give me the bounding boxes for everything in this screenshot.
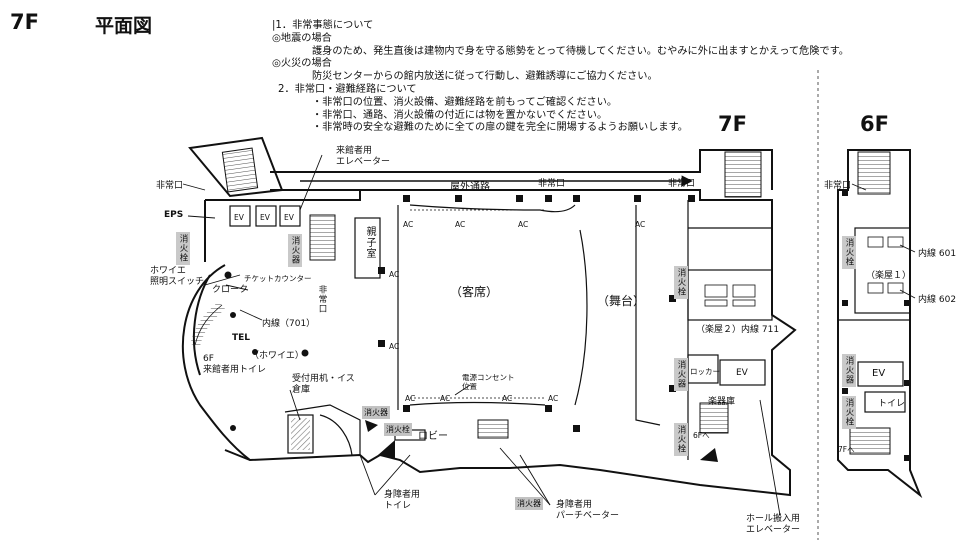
emergency-exit-center: 非常口 [538, 179, 566, 189]
stair-top-left [221, 147, 259, 193]
plan7f-floor-label: 7F [718, 112, 747, 136]
outdoor-passage-label: 屋外通路 [450, 182, 490, 193]
green-room2-label: （楽屋２）内線 711 [696, 325, 780, 335]
ac-label: AC [440, 394, 451, 403]
lobby-label: ロビー [418, 431, 448, 442]
to-7f-label: 7Fへ [838, 445, 855, 454]
stair-6f-top [857, 151, 891, 195]
ev-label-1: EV [234, 213, 244, 222]
stair-lobby [477, 419, 509, 439]
plan6f-hydrant-tag-bottom: 消火栓 [842, 396, 856, 429]
ticket-counter-label: チケットカウンター [244, 274, 312, 283]
plan6f-tables [867, 236, 904, 294]
plan6f-emergency-exit: 非常口 [824, 181, 852, 191]
stair-right-bottom [699, 402, 729, 434]
ac-label: AC [635, 220, 646, 229]
foyer-light-switch-label: ホワイエ 照明スイッチ [150, 266, 205, 287]
columns [378, 195, 695, 432]
ac-label: AC [403, 220, 414, 229]
green-room2-tables [704, 284, 756, 307]
ac-label: AC [389, 342, 400, 351]
page-title: 平面図 [95, 15, 153, 37]
notes-block: |1．非常事態について ◎地震の場合 護身のため、発生直後は建物内で身を守る態勢… [272, 20, 849, 135]
notes-fire-title: ◎火災の場合 [272, 58, 332, 70]
plan6f-ev-label: EV [872, 368, 886, 379]
instrument-storage-label: 楽器庫 [708, 397, 736, 407]
callout-lines [182, 154, 781, 516]
hydrant-tag-stage: 消火栓 [674, 266, 688, 299]
stair-foyer-curve [190, 301, 226, 347]
hydrant-tag-bottom-right: 消火栓 [674, 423, 688, 456]
notes-bullet2: ・非常口、通路、消火設備の付近には物を置かないでください。 [312, 109, 608, 121]
ev-label-3: EV [284, 213, 294, 222]
reception-storage-label: 受付用机・イス 倉庫 [292, 374, 355, 395]
notes-section2: 2．非常口・避難経路について [278, 83, 417, 95]
to-6f-label: 6Fへ [693, 431, 710, 440]
notes-fire-text: 防災センターからの館内放送に従って行動し、避難誘導にご協力ください。 [312, 71, 658, 83]
ac-label: AC [405, 394, 416, 403]
page-floor-label: 7F [10, 10, 39, 34]
extinguisher-tag-left: 消火器 [288, 234, 302, 267]
hall-loading-ev-label: ホール搬入用 エレベーター [746, 514, 801, 535]
visitor-elevator-label: 来館者用 エレベーター [336, 146, 391, 167]
plan6f-hydrant-tag: 消火栓 [842, 236, 856, 269]
ac-label: AC [548, 394, 559, 403]
ev-label-2: EV [260, 213, 270, 222]
notes-eq-text: 護身のため、発生直後は建物内で身を守る態勢をとって待機してください。むやみに外に… [312, 45, 849, 57]
hydrant-tag-lobby: 消火栓 [384, 423, 412, 436]
plan6f-callouts [851, 183, 916, 299]
cloak-label: クローク [212, 285, 249, 295]
plan6f-toilet-label: トイレ [878, 399, 906, 409]
notes-section1: |1．非常事態について [272, 20, 374, 31]
extinguisher-tag-lobby: 消火器 [362, 406, 390, 419]
notes-eq-title: ◎地震の場合 [272, 32, 332, 44]
plan7f-outline [181, 136, 797, 497]
ext-601-label: 内線 601 [918, 249, 957, 259]
green-room1-label: （楽屋１） [866, 271, 912, 281]
ac-label: AC [502, 394, 513, 403]
notes-bullet3: ・非常時の安全な避難のために全ての扉の鍵を完全に開場するようお願いします。 [312, 122, 688, 134]
accessible-toilet-label: 身障者用 トイレ [384, 490, 421, 511]
seats-label: （客席） [450, 285, 499, 299]
ev-loading-label: EV [736, 368, 748, 378]
right-rooms [687, 200, 773, 460]
accessible-lift-label: 身障者用 パーチベーター [556, 500, 620, 521]
ext-602-label: 内線 602 [918, 295, 957, 305]
extinguisher-tag-stage: 消火器 [674, 358, 688, 391]
emergency-exit-left: 非常口 [156, 181, 184, 191]
parent-child-room-label: 親子室 [364, 226, 375, 259]
notes-bullet1: ・非常口の位置、消火設備、避難経路を前もってご確認ください。 [312, 96, 618, 108]
ac-label: AC [455, 220, 466, 229]
power-outlet-label: 電源コンセント 位置 [462, 373, 515, 391]
foyer-dots [224, 271, 309, 431]
foyer-label: （ホワイエ） [250, 351, 304, 361]
stair-center-left [309, 214, 336, 261]
toilet-6f-label: 6F 来館者用トイレ [203, 354, 267, 375]
tel-label: TEL [232, 333, 251, 343]
eps-label: EPS [164, 210, 184, 220]
storage-hatch [291, 418, 310, 450]
stage-label: （舞台） [597, 294, 646, 308]
seating-hall [397, 204, 661, 426]
ac-label: AC [389, 270, 400, 279]
visitor-ev-boxes [229, 205, 301, 227]
plan6f-extinguisher-tag: 消火器 [842, 354, 856, 387]
parent-child-room-box [354, 217, 381, 279]
plan6f-rooms [838, 227, 911, 413]
plan6f-floor-label: 6F [860, 112, 889, 136]
plan6f-columns [842, 190, 910, 461]
hydrant-tag-left: 消火栓 [176, 232, 190, 265]
door-markers [365, 420, 718, 462]
extinguisher-tag-bottom: 消火器 [515, 497, 543, 510]
stair-top-right [724, 151, 762, 198]
emergency-exit-right: 非常口 [668, 179, 696, 189]
stair-6f-bottom [849, 427, 891, 455]
ext-701-label: 内線（701） [262, 319, 316, 329]
locker-label: ロッカー [690, 367, 720, 376]
ac-label: AC [518, 220, 529, 229]
emergency-exit-vertical: 非常口 [317, 285, 327, 314]
